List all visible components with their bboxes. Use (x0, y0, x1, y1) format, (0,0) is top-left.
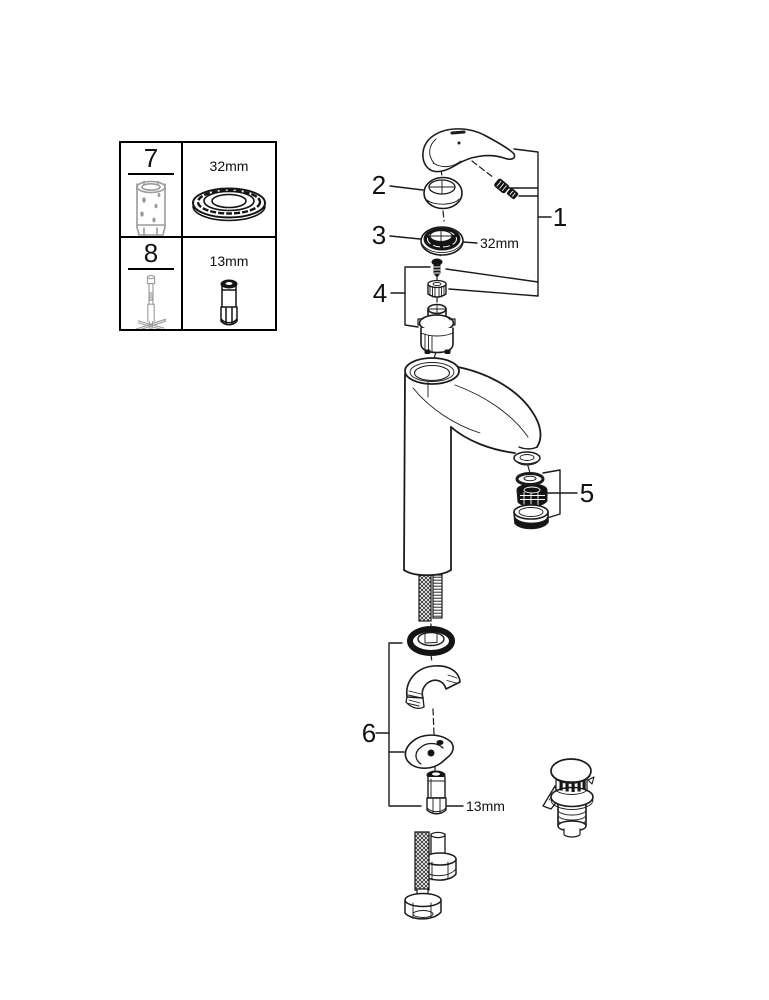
tool-7-cell: 7 (121, 143, 183, 238)
supply-hose-short (423, 831, 457, 881)
tool-8-cell: 8 (121, 238, 183, 329)
callout-1: 1 (445, 148, 567, 297)
mounting-pin-tool-icon (136, 275, 166, 329)
ring-nut-32mm-cell: 32mm (183, 143, 275, 238)
cartridge (417, 303, 456, 354)
ring-nut-size-label: 32mm (480, 235, 519, 251)
callout-6-label: 6 (362, 718, 376, 748)
mounting-horseshoe (404, 734, 454, 769)
base-gasket (407, 626, 455, 656)
callout-1-label: 1 (553, 202, 567, 232)
supply-hose-stub (418, 574, 443, 622)
socket-size-label: 13mm (466, 798, 505, 814)
aerator-housing (513, 504, 549, 530)
callout-5: 5 (542, 469, 594, 519)
aerator-washer (515, 472, 545, 486)
stabilizer-wedge (405, 665, 461, 709)
socket-13mm-cell: 13mm (183, 238, 275, 329)
socket-size-annotation: 13mm (446, 798, 505, 814)
ring-nut-32mm (420, 226, 464, 256)
tool-7-number: 7 (128, 144, 174, 176)
table-32mm-label: 32mm (209, 158, 249, 174)
supply-hose-long (404, 831, 442, 920)
cartridge-cap-nut (427, 279, 447, 298)
aerator-insert (516, 483, 548, 507)
socket-13mm-icon (220, 279, 238, 326)
callout-6: 6 (362, 642, 422, 807)
mounting-socket (426, 770, 447, 815)
tools-table: 7 32mm (119, 141, 277, 331)
callout-5-label: 5 (580, 478, 594, 508)
table-13mm-label: 13mm (209, 253, 249, 269)
callout-3-label: 3 (372, 220, 386, 250)
callout-4-label: 4 (373, 278, 387, 308)
callout-3: 3 (372, 220, 421, 250)
popup-drain-valve (542, 758, 595, 838)
cartridge-removal-tool-icon (136, 180, 166, 236)
cartridge-screw (431, 258, 443, 278)
callout-2-label: 2 (372, 170, 386, 200)
callout-2: 2 (372, 170, 424, 200)
lever-handle (422, 128, 516, 173)
faucet-body (403, 357, 542, 577)
tool-8-number: 8 (128, 239, 174, 271)
handle-screw-cap (507, 188, 519, 200)
ring-nut-size-annotation: 32mm (462, 235, 519, 251)
callout-4: 4 (373, 266, 431, 328)
cap-ring (423, 176, 463, 210)
ring-nut-32mm-icon (192, 187, 266, 222)
handle-set-screw (494, 178, 510, 194)
